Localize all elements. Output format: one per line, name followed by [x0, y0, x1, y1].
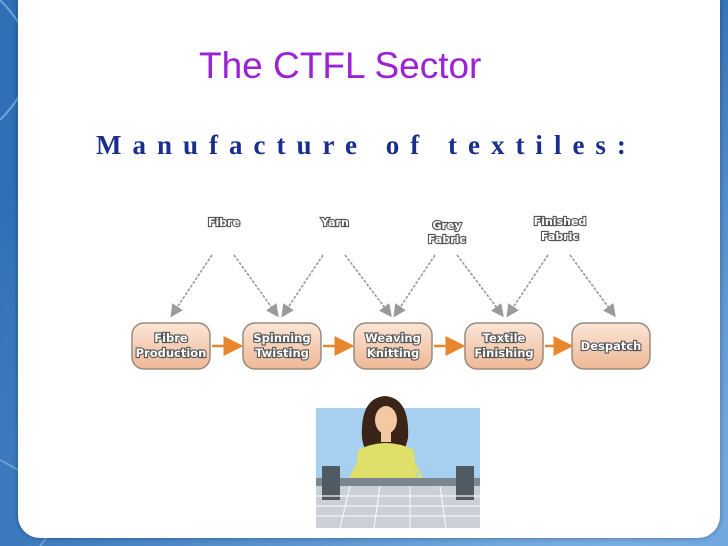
input-label-fibre: Fibre [207, 215, 241, 230]
svg-text:Fibre: Fibre [154, 331, 188, 345]
slide-title: The CTFL Sector [199, 45, 482, 86]
stage-weaving-knitting: Weaving Knitting [353, 322, 433, 370]
svg-text:Yarn: Yarn [320, 216, 349, 229]
input-label-finished-fabric: Finished Fabric [533, 214, 588, 244]
stage-textile-finishing: Textile Finishing [464, 322, 544, 370]
svg-text:Fabric: Fabric [428, 233, 466, 246]
input-arrows [170, 254, 616, 318]
input-label-grey-fabric: Grey Fabric [427, 218, 467, 247]
svg-text:Despatch: Despatch [581, 339, 642, 353]
svg-text:Textile: Textile [483, 331, 526, 345]
svg-text:Fibre: Fibre [208, 216, 240, 229]
svg-text:Knitting: Knitting [367, 346, 419, 360]
input-label-yarn: Yarn [319, 215, 350, 230]
weaver-illustration [316, 396, 480, 529]
svg-text:Grey: Grey [432, 219, 461, 232]
slide-subtitle: Manufacture of textiles: [96, 130, 637, 160]
svg-text:Finishing: Finishing [474, 346, 533, 360]
svg-text:Weaving: Weaving [365, 331, 421, 345]
svg-text:Twisting: Twisting [255, 346, 309, 360]
svg-text:Finished: Finished [534, 215, 587, 228]
svg-text:Spinning: Spinning [253, 331, 310, 345]
stage-fibre-production: Fibre Production [131, 322, 211, 370]
stage-despatch: Despatch [571, 322, 651, 370]
svg-text:Fabric: Fabric [541, 230, 579, 243]
stage-spinning-twisting: Spinning Twisting [242, 322, 322, 370]
svg-text:Production: Production [136, 346, 207, 360]
